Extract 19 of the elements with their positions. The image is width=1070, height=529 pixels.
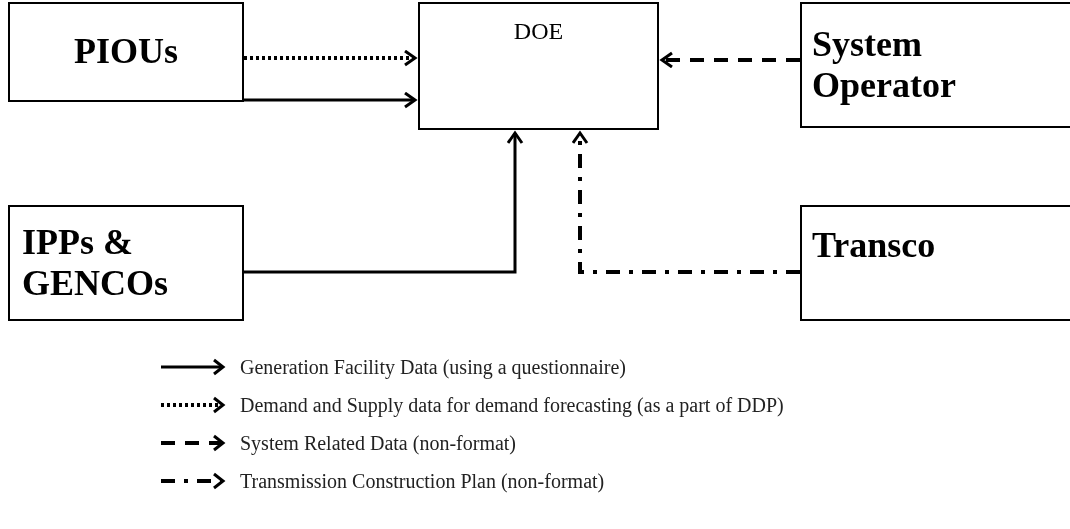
arrow [244,49,417,67]
legend-text: Transmission Construction Plan (non-format) [240,469,605,493]
entity-name: System Operator [812,23,957,107]
entity-name: IPPs & GENCOs [22,221,170,305]
legend-text: Demand and Supply data for demand forecasting (as a part of DDP) [240,393,784,417]
legend-text: Generation Facility Data (using a questionnaire) [240,355,626,379]
arrow [571,131,800,274]
entity-name: Transco [812,225,936,267]
entity-box [8,205,244,321]
arrow [244,131,524,274]
legend-text: System Related Data (non-format) [240,431,517,455]
arrow [660,51,800,69]
entity-box [800,205,1070,321]
entity-name: DOE [513,18,564,46]
arrow [244,91,417,109]
entity-box [800,2,1070,128]
entity-box [8,2,244,102]
entity-box [418,2,659,130]
entity-name: PIOUs [74,31,178,73]
